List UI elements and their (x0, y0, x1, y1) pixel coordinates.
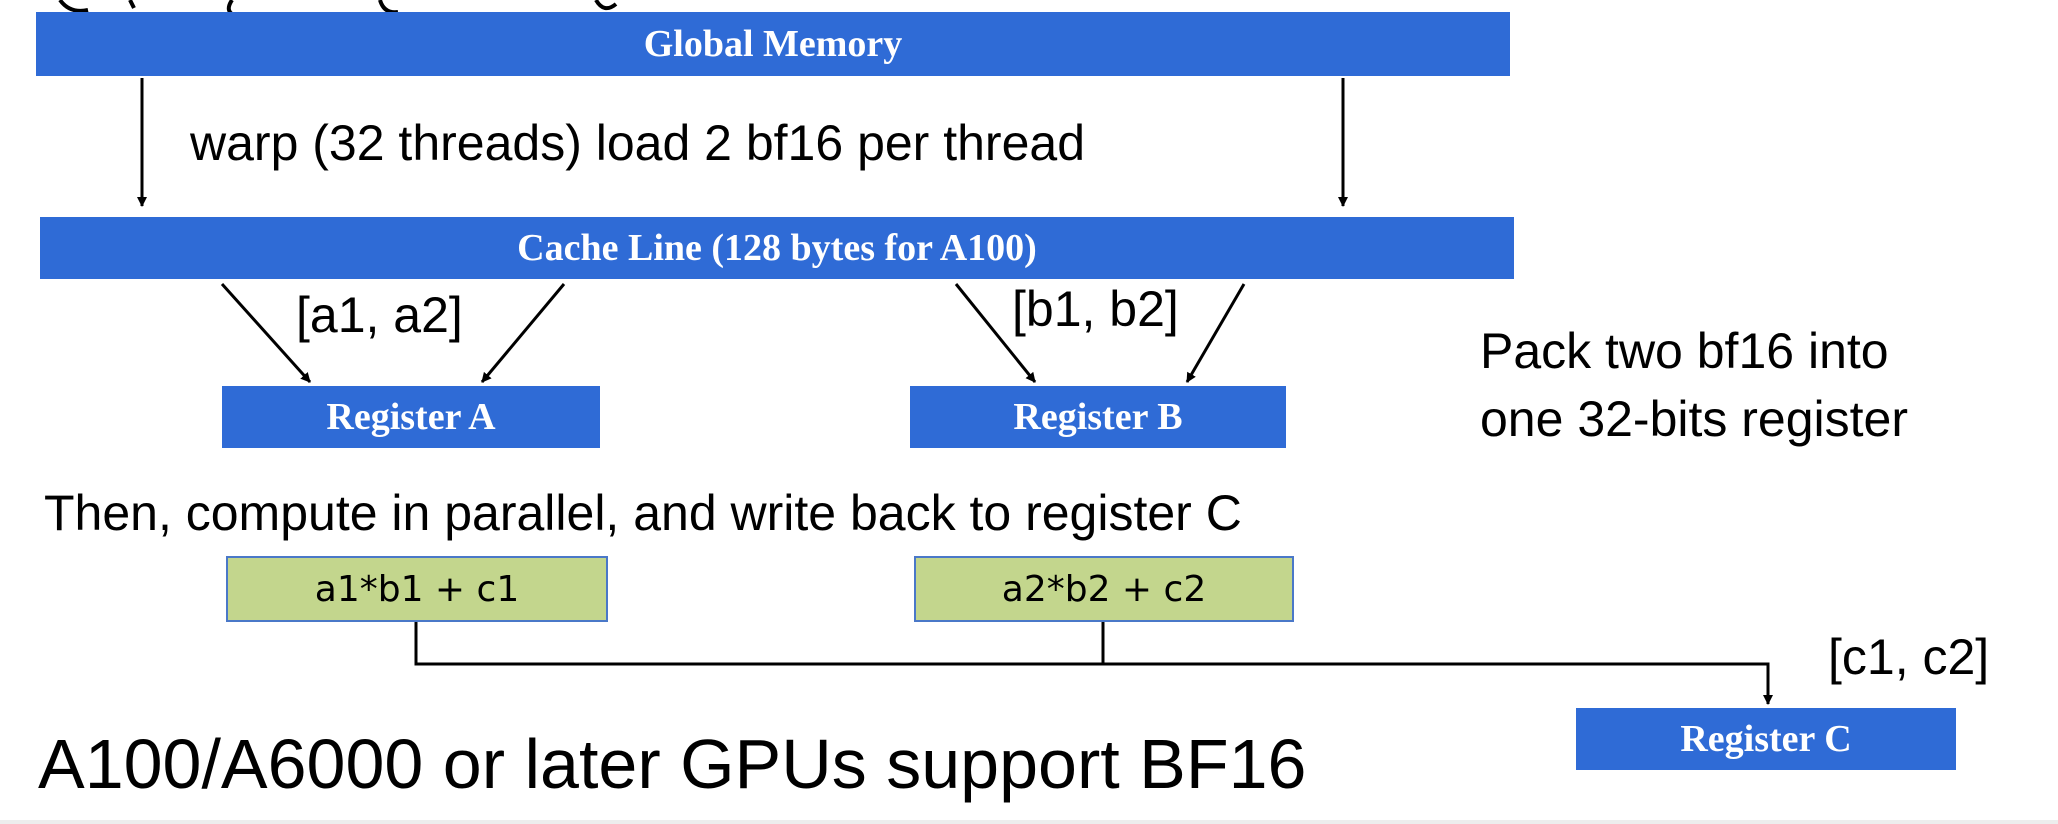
pair-c-label: [c1, c2] (1828, 629, 1990, 685)
load-note: warp (32 threads) load 2 bf16 per thread (190, 115, 1085, 171)
pack-note-line-2: one 32-bits register (1480, 391, 1909, 447)
arrow-cache-to-register-a-2 (480, 283, 566, 383)
cache-line-label: Cache Line (128 bytes for A100) (517, 227, 1037, 269)
arrow-cache-to-register-b-2 (1185, 283, 1246, 383)
bottom-divider (0, 820, 2058, 824)
op-box-2: a2*b2 + c2 (914, 556, 1294, 622)
writeback-connector (414, 622, 1773, 705)
op-box-1: a1*b1 + c1 (226, 556, 608, 622)
pack-note-line-1: Pack two bf16 into (1480, 323, 1889, 379)
pair-a-label: [a1, a2] (296, 287, 463, 343)
footer-statement: A100/A6000 or later GPUs support BF16 (38, 725, 1307, 803)
register-b-label: Register B (1013, 396, 1183, 438)
pair-b-label: [b1, b2] (1012, 281, 1179, 337)
cropped-title-fragment (58, 0, 618, 16)
register-a-label: Register A (326, 396, 496, 438)
op-label-2: a2*b2 + c2 (1001, 568, 1207, 610)
register-c-box: Register C (1576, 708, 1956, 770)
arrow-cache-to-register-a-1 (220, 282, 312, 384)
register-b-box: Register B (910, 386, 1286, 448)
register-c-label: Register C (1680, 718, 1852, 760)
cache-line-bar: Cache Line (128 bytes for A100) (40, 217, 1514, 279)
op-label-1: a1*b1 + c1 (314, 568, 520, 610)
global-memory-bar: Global Memory (36, 12, 1510, 76)
global-memory-label: Global Memory (643, 23, 903, 65)
compute-note: Then, compute in parallel, and write bac… (44, 485, 1242, 541)
arrow-cache-to-register-b-1 (954, 283, 1037, 383)
register-a-box: Register A (222, 386, 600, 448)
